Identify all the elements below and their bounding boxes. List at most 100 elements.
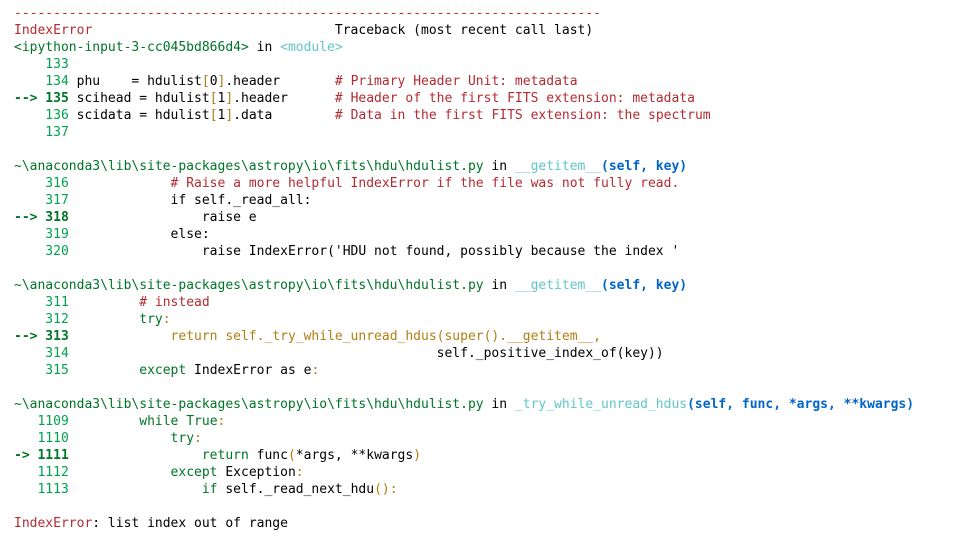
code-segment: __getitem__	[514, 278, 602, 293]
code-segment	[69, 465, 171, 480]
code-segment: return self._try_while_unread_hdus(super…	[68, 329, 602, 344]
code-segment: <module>	[280, 40, 343, 55]
code-segment: : list index out of range	[92, 516, 288, 531]
traceback-line: ~\anaconda3\lib\site-packages\astropy\io…	[14, 277, 914, 294]
code-segment: ~\anaconda3\lib\site-packages\astropy\io…	[14, 278, 484, 293]
code-segment	[69, 431, 171, 446]
code-segment: *args, **kwargs	[295, 448, 414, 463]
code-segment: # instead	[139, 295, 210, 310]
code-segment: IndexError	[14, 516, 93, 531]
code-segment: phu = hdulist	[68, 74, 202, 89]
code-segment	[69, 295, 139, 310]
traceback-line: ----------------------------------------…	[14, 5, 914, 22]
code-segment: --> 313	[14, 329, 69, 344]
code-segment: in	[483, 278, 515, 293]
code-segment: --> 135	[14, 91, 69, 106]
code-segment: scidata = hdulist	[68, 108, 210, 123]
traceback-output: ----------------------------------------…	[14, 5, 914, 532]
code-segment: [	[209, 91, 218, 106]
code-segment	[69, 312, 139, 327]
code-segment: Exception	[217, 465, 296, 480]
code-segment: return	[201, 448, 249, 463]
code-segment: IndexError as e	[186, 363, 312, 378]
code-segment: # Raise a more helpful IndexError if the…	[170, 176, 680, 191]
code-segment: ]	[217, 74, 226, 89]
code-segment: while True	[139, 414, 218, 429]
code-segment: :	[162, 312, 171, 327]
traceback-line: <ipython-input-3-cc045bd866d4> in <modul…	[14, 39, 914, 56]
code-segment: 1112	[14, 465, 69, 480]
code-segment: 312	[14, 312, 69, 327]
code-segment: .header	[233, 91, 335, 106]
traceback-line	[14, 141, 914, 158]
code-segment: 315	[14, 363, 69, 378]
code-segment: Traceback (most recent call last)	[92, 23, 594, 38]
traceback-line: 317 if self._read_all:	[14, 192, 914, 209]
code-segment: raise IndexError('HDU not found, possibl…	[68, 244, 680, 259]
code-segment: 1113	[14, 482, 69, 497]
code-segment: 311	[14, 295, 69, 310]
code-segment: ~\anaconda3\lib\site-packages\astropy\io…	[14, 397, 484, 412]
code-segment: 136	[14, 108, 69, 123]
traceback-line: IndexError: list index out of range	[14, 515, 914, 532]
code-segment: if	[201, 482, 218, 497]
code-segment: )	[413, 448, 422, 463]
code-segment	[69, 176, 171, 191]
code-segment: try	[170, 431, 195, 446]
traceback-line: -> 1111 return func(*args, **kwargs)	[14, 447, 914, 464]
code-segment: except	[139, 363, 187, 378]
code-segment: in	[483, 397, 515, 412]
code-segment: 137	[14, 125, 69, 140]
traceback-line: 315 except IndexError as e:	[14, 362, 914, 379]
code-segment: except	[170, 465, 218, 480]
code-segment: if self._read_all:	[68, 193, 312, 208]
code-segment: 133	[14, 57, 69, 72]
code-segment: 319	[14, 227, 69, 242]
traceback-line: 314 self._positive_index_of(key))	[14, 345, 914, 362]
traceback-line: 319 else:	[14, 226, 914, 243]
code-segment: ():	[374, 482, 398, 497]
code-segment	[69, 363, 139, 378]
code-segment: 320	[14, 244, 69, 259]
traceback-line: --> 313 return self._try_while_unread_hd…	[14, 328, 914, 345]
code-segment: 316	[14, 176, 69, 191]
code-segment: (	[287, 448, 296, 463]
traceback-line: ~\anaconda3\lib\site-packages\astropy\io…	[14, 396, 914, 413]
code-segment: :	[311, 363, 320, 378]
code-segment: .header	[225, 74, 335, 89]
code-segment	[69, 414, 139, 429]
code-segment: raise e	[68, 210, 257, 225]
traceback-line: --> 318 raise e	[14, 209, 914, 226]
code-segment: in	[248, 40, 281, 55]
code-segment: 1110	[14, 431, 69, 446]
traceback-line: 1113 if self._read_next_hdu():	[14, 481, 914, 498]
code-segment: (self, func, *args, **kwargs)	[687, 397, 915, 412]
code-segment: (self, key)	[601, 278, 688, 293]
code-segment: -> 1111	[14, 448, 69, 463]
code-segment: ~\anaconda3\lib\site-packages\astropy\io…	[14, 159, 484, 174]
code-segment: scihead = hdulist	[68, 91, 210, 106]
code-segment: ]	[225, 91, 234, 106]
code-segment: __getitem__	[514, 159, 602, 174]
code-segment: in	[483, 159, 515, 174]
code-segment: IndexError	[14, 23, 93, 38]
traceback-line: 134 phu = hdulist[0].header # Primary He…	[14, 73, 914, 90]
code-segment: # Data in the first FITS extension: the …	[334, 108, 711, 123]
code-segment: else:	[68, 227, 210, 242]
traceback-line: 320 raise IndexError('HDU not found, pos…	[14, 243, 914, 260]
code-segment: <ipython-input-3-cc045bd866d4>	[14, 40, 249, 55]
traceback-line	[14, 379, 914, 396]
code-segment: --> 318	[14, 210, 69, 225]
traceback-line: 1112 except Exception:	[14, 464, 914, 481]
traceback-line: 1109 while True:	[14, 413, 914, 430]
traceback-line: 1110 try:	[14, 430, 914, 447]
traceback-line: ~\anaconda3\lib\site-packages\astropy\io…	[14, 158, 914, 175]
traceback-line	[14, 260, 914, 277]
code-segment: 1	[217, 91, 226, 106]
code-segment: [	[209, 108, 218, 123]
code-segment: self._positive_index_of(key))	[68, 346, 664, 361]
traceback-line: 137	[14, 124, 914, 141]
traceback-line: 133	[14, 56, 914, 73]
code-segment: :	[194, 431, 202, 446]
code-segment: 317	[14, 193, 69, 208]
